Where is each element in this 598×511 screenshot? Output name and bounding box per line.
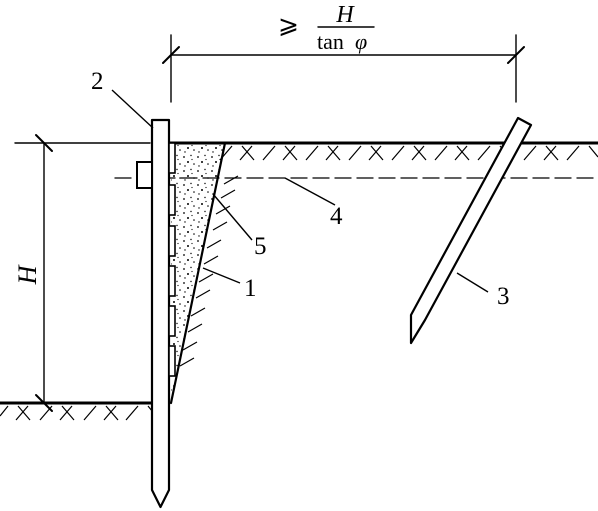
soil-hatching-lower [0, 405, 158, 421]
distance-label: ⩾ H tan φ [278, 2, 375, 54]
anchor-stake [409, 116, 533, 345]
height-label: H [13, 264, 42, 285]
label-anchor-stake: 3 [497, 283, 510, 310]
label-water-line: 4 [330, 203, 343, 230]
label-backfill: 1 [244, 275, 257, 302]
sheet-pile-wall [150, 118, 171, 509]
backfill-wedge [169, 141, 227, 405]
distance-denominator-var: φ [355, 29, 367, 54]
ge-symbol: ⩾ [278, 12, 299, 39]
distance-numerator: H [335, 2, 355, 28]
distance-dimension [162, 34, 525, 103]
label-soil-bag: 5 [254, 233, 267, 260]
soil-hatching-upper [219, 145, 598, 161]
lagging-boards [168, 142, 176, 377]
leader-lines [111, 89, 489, 293]
soil-hatching-slope [179, 175, 239, 367]
height-dimension [14, 134, 151, 412]
tie-bolt-head [136, 161, 153, 189]
distance-denominator-fn: tan [317, 29, 344, 54]
label-wall: 2 [91, 68, 104, 95]
